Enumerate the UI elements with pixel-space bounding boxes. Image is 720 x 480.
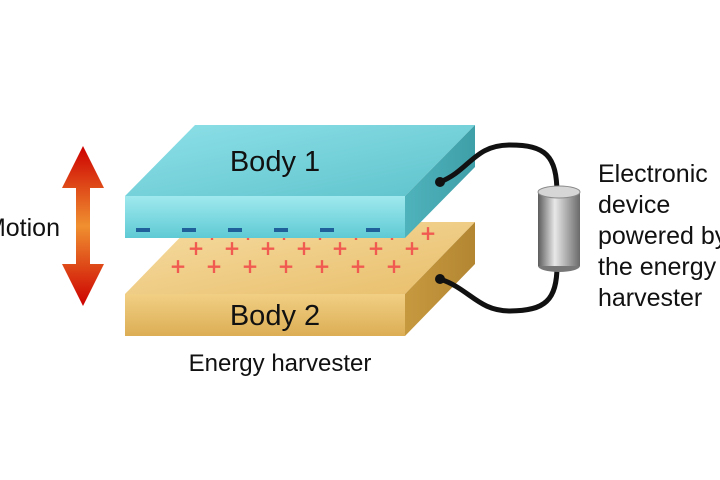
device-label-line: Electronic bbox=[598, 160, 708, 188]
body-1-label: Body 1 bbox=[230, 146, 320, 178]
negative-charge bbox=[320, 228, 334, 232]
motion-label: Motion bbox=[0, 214, 60, 242]
positive-charge: + bbox=[332, 236, 349, 260]
positive-charge: + bbox=[206, 254, 223, 278]
wire-bottom bbox=[437, 263, 560, 314]
negative-charge bbox=[228, 228, 242, 232]
double-arrow-icon bbox=[62, 146, 104, 306]
positive-charge: + bbox=[420, 221, 437, 245]
device-label: Electronic device powered by the energy … bbox=[598, 160, 720, 312]
positive-charge: + bbox=[368, 236, 385, 260]
positive-charge: + bbox=[296, 236, 313, 260]
positive-charge: + bbox=[350, 254, 367, 278]
device-label-line: device bbox=[598, 191, 670, 219]
positive-charges: +++++++++++++++++++++ bbox=[170, 221, 437, 278]
device-label-line: harvester bbox=[598, 284, 702, 312]
negative-charge bbox=[136, 228, 150, 232]
positive-charge: + bbox=[404, 236, 421, 260]
negative-charge bbox=[274, 228, 288, 232]
cylinder-device-icon bbox=[537, 185, 581, 272]
positive-charge: + bbox=[242, 254, 259, 278]
terminal-top bbox=[435, 177, 445, 187]
positive-charge: + bbox=[188, 236, 205, 260]
positive-charge: + bbox=[260, 236, 277, 260]
wire-top bbox=[437, 142, 560, 197]
negative-charge bbox=[366, 228, 380, 232]
device-label-line: the energy bbox=[598, 253, 717, 281]
energy-harvester-label: Energy harvester bbox=[189, 350, 372, 377]
body-2-label: Body 2 bbox=[230, 300, 320, 332]
positive-charge: + bbox=[278, 254, 295, 278]
terminal-bottom bbox=[435, 274, 445, 284]
device-label-line: powered by bbox=[598, 222, 720, 250]
positive-charge: + bbox=[224, 236, 241, 260]
body-2-slab bbox=[125, 222, 475, 336]
negative-charge bbox=[182, 228, 196, 232]
positive-charge: + bbox=[314, 254, 331, 278]
negative-charges bbox=[136, 228, 380, 232]
positive-charge: + bbox=[386, 254, 403, 278]
positive-charge: + bbox=[170, 254, 187, 278]
